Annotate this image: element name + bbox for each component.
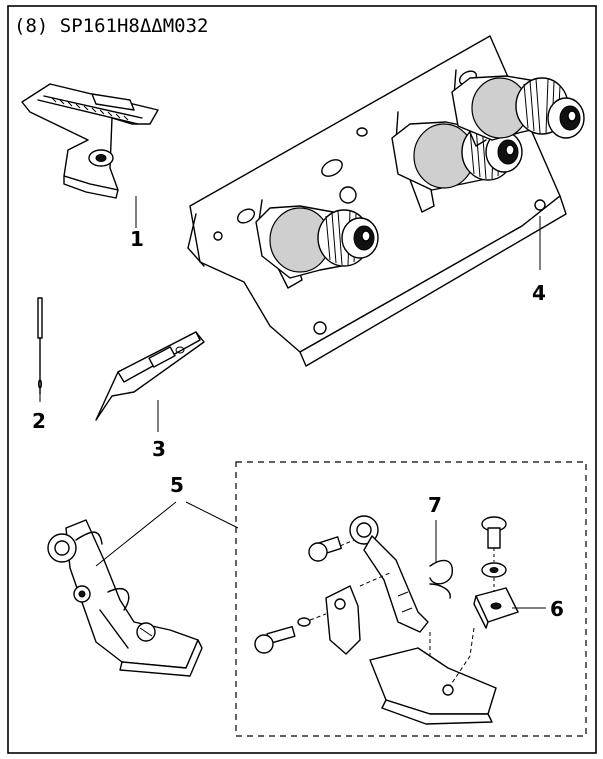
diagram-title: (8) SP161H8ΔΔM032 — [14, 15, 208, 37]
callout-1: 1 — [130, 227, 144, 251]
callout-6: 6 — [550, 597, 564, 621]
callout-4: 4 — [532, 281, 546, 305]
exploded-view-box — [235, 461, 587, 737]
exploded-presser-foot — [254, 515, 546, 725]
part-4-tension-plate — [187, 35, 585, 367]
callout-5-leaders — [95, 501, 239, 567]
callout-2: 2 — [32, 409, 46, 433]
part-2-needle — [37, 297, 43, 402]
part-1-throat-plate — [21, 83, 159, 228]
callout-3: 3 — [152, 437, 166, 461]
callout-7: 7 — [428, 493, 442, 517]
part-3-lower-knife — [95, 331, 205, 432]
callout-5: 5 — [170, 473, 184, 497]
outer-frame — [7, 5, 597, 754]
